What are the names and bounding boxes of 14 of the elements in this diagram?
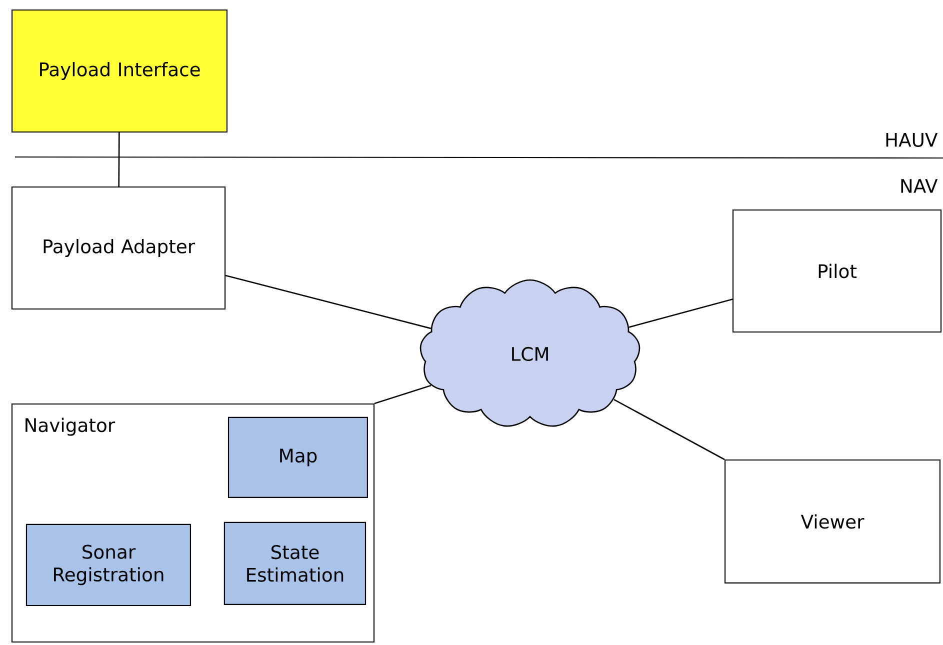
connector-line xyxy=(225,274,432,330)
connector-line xyxy=(374,384,432,404)
process-box: Sonar Registration xyxy=(26,524,191,606)
process-box: State Estimation xyxy=(224,522,366,605)
process-box: Pilot xyxy=(732,209,942,333)
connector-line xyxy=(628,298,733,328)
connector-line xyxy=(614,398,725,460)
process-box: Payload Adapter xyxy=(11,186,226,310)
process-box: Viewer xyxy=(724,460,940,584)
process-box: Map xyxy=(228,416,368,498)
process-box: Payload Interface xyxy=(12,9,228,133)
connector-line xyxy=(118,132,120,186)
layer-label: NAV xyxy=(901,179,938,193)
layer-label: HAUV xyxy=(886,133,938,147)
